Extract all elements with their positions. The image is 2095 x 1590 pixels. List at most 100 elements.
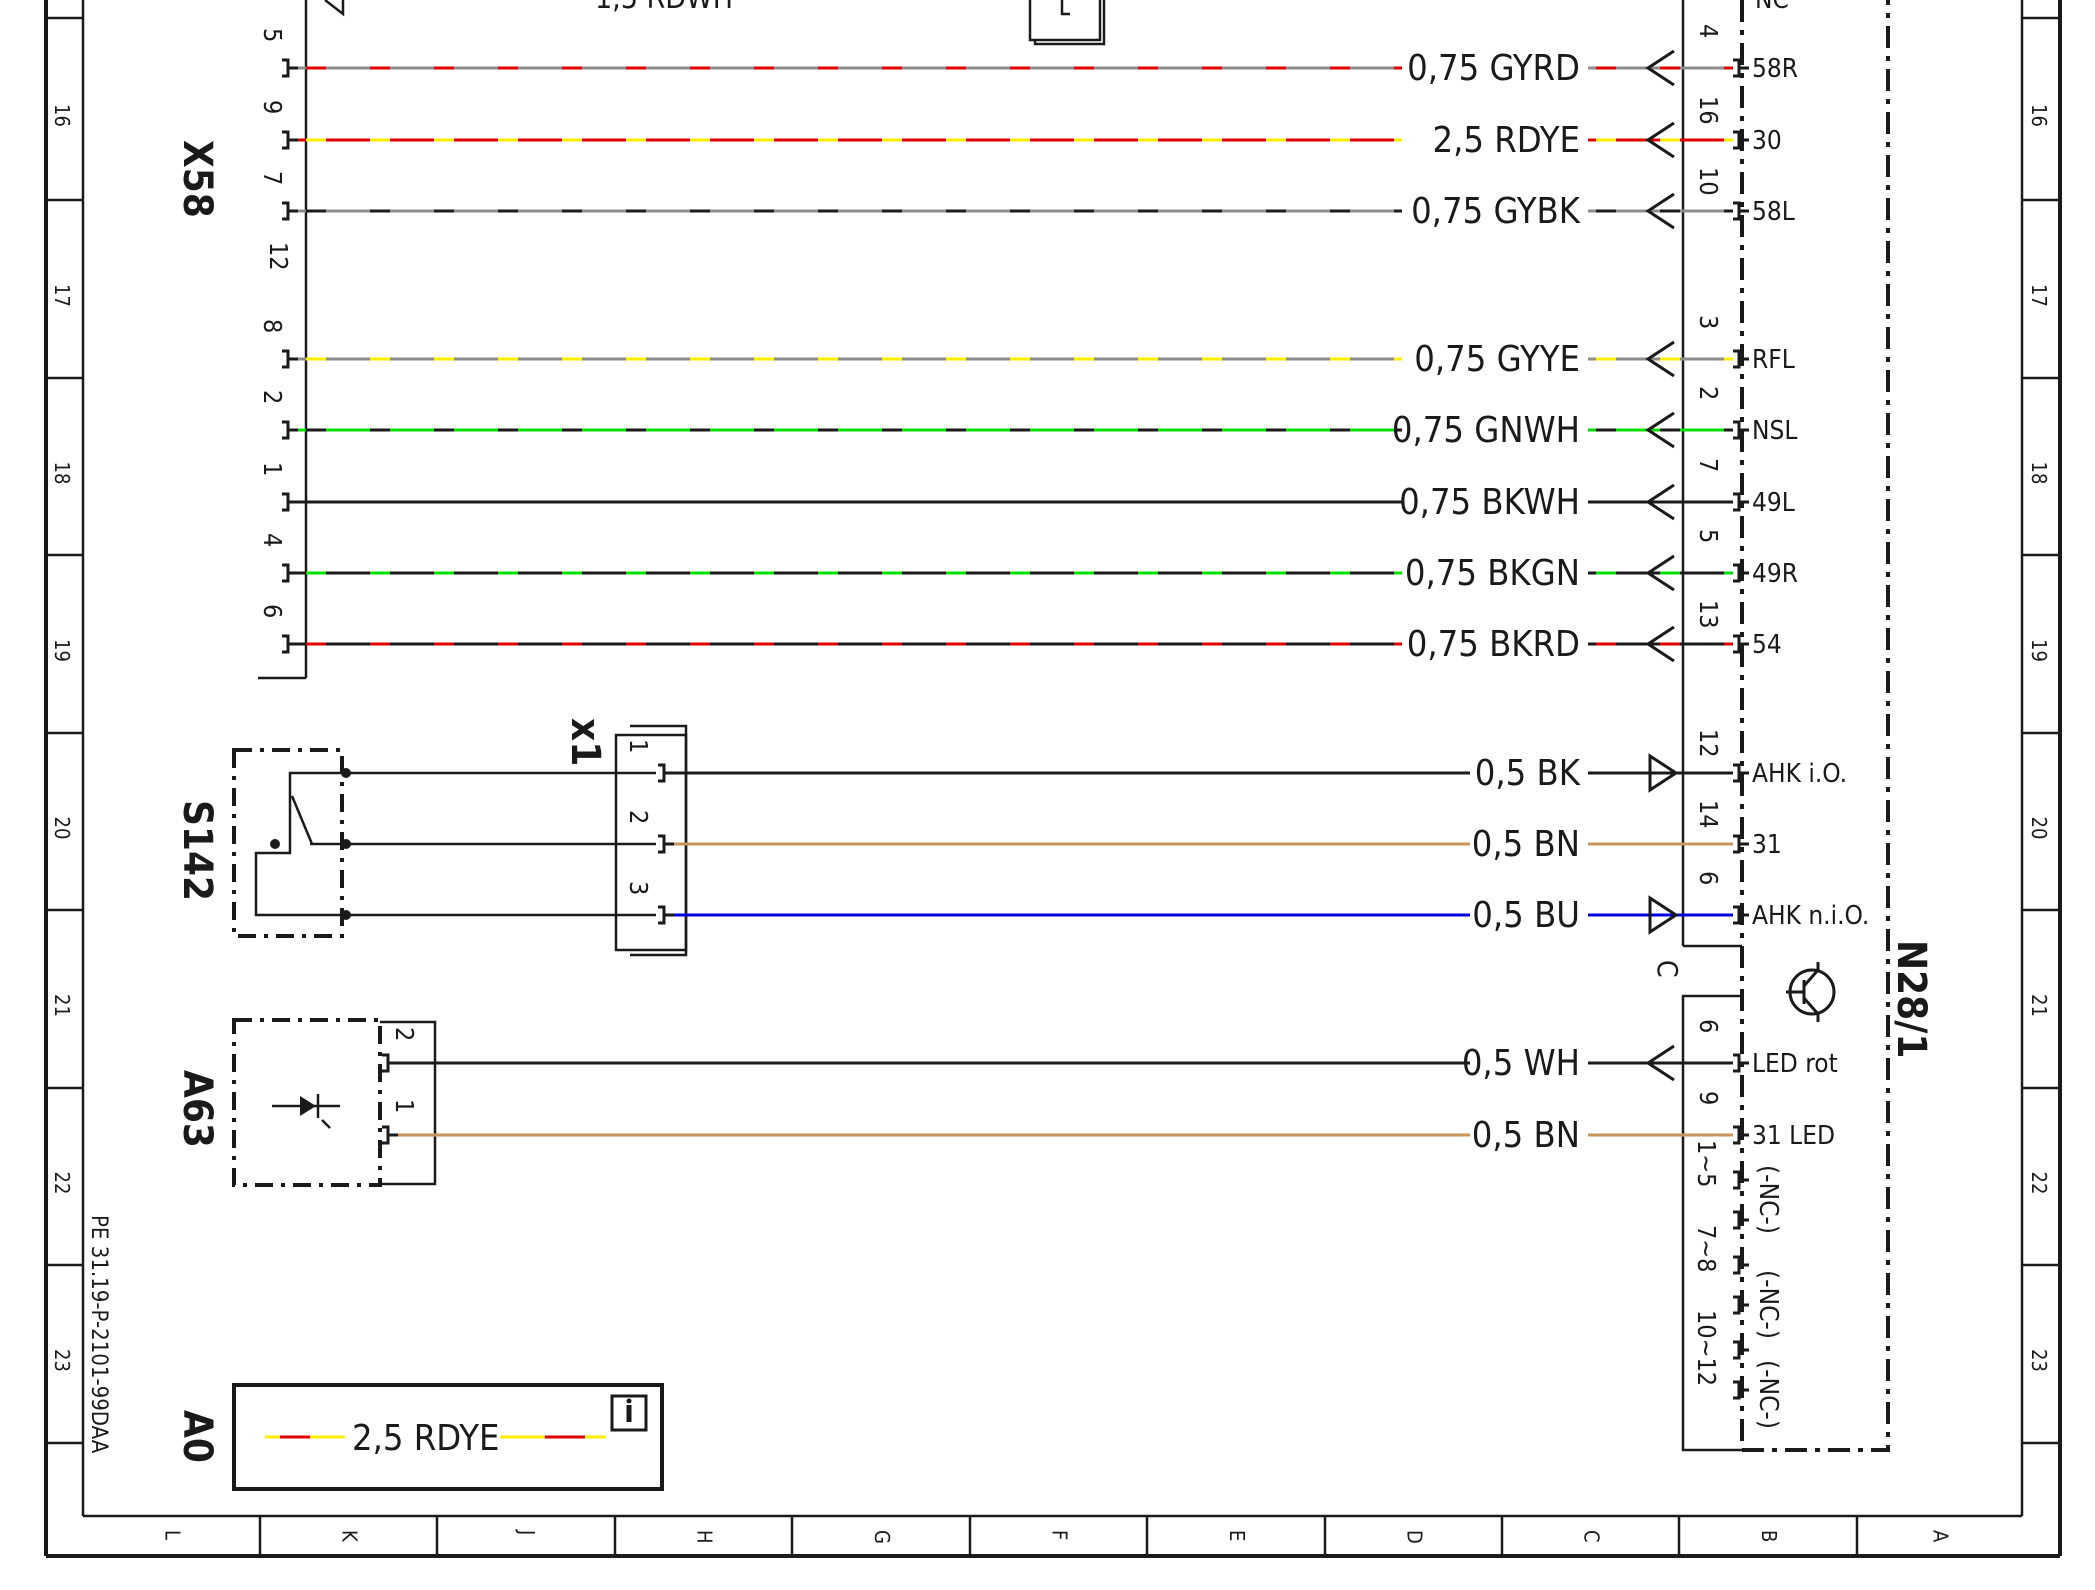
n28-signal-label: 58L [1752,197,1795,227]
a63-label: A63 [174,1070,220,1148]
legend-wire-label: 2,5 RDYE [352,1418,499,1459]
column-label: E [1225,1530,1249,1541]
n28-pin-number: 6 [1694,1019,1723,1033]
row-label-right: 23 [2027,1349,2051,1372]
n28-pin-number: 10 [1694,167,1723,196]
document-reference: PE 31.19-P-2101-99DAA [86,1215,111,1454]
n28-signal-label: NSL [1752,416,1797,446]
n28-pin-number: 12 [1694,729,1723,758]
wire-label: 0,75 GYYE [1414,339,1580,380]
pin-terminal [1733,1255,1749,1275]
x58-pin-12: 12 [264,242,293,271]
n28-pin-number: 5 [1694,529,1723,543]
wire-label: 0,5 BK [1475,753,1581,794]
drawing-frame [44,0,2062,1558]
n28-signal-label: 31 LED [1752,1121,1835,1151]
pin-terminal [1733,1053,1749,1073]
pin-terminal [282,130,298,150]
pin-terminal [1733,349,1749,369]
pin-terminal [658,763,674,783]
n28-signal-label: 30 [1752,126,1782,156]
arrow-left-icon [1645,121,1675,159]
n28-signal-label: 31 [1752,830,1782,860]
pin-terminal [1733,763,1749,783]
arrow-left-icon [1645,340,1675,378]
n28-pin-number: 6 [1694,871,1723,885]
x1-label: x1 [562,718,608,766]
row-label-right: 19 [2027,639,2051,662]
row-label-right: 17 [2027,284,2051,307]
n28-signal-label: 54 [1752,630,1782,660]
pin-terminal [382,1125,398,1145]
x58-pin-number: 1 [258,462,287,476]
n28-pin-number: 9 [1694,1091,1723,1105]
column-label: H [693,1530,717,1544]
n28-pin-number: 13 [1694,600,1723,629]
pin-terminal [282,634,298,654]
wire-label: 0,75 GYRD [1407,48,1580,89]
wire-label: 0,75 GNWH [1392,410,1580,451]
column-label: C [1580,1530,1604,1543]
n28-section-c: C [1651,960,1684,978]
pin-terminal [282,58,298,78]
column-label: J [515,1529,539,1535]
pin-terminal [282,563,298,583]
top-nc-label: NC [1755,0,1789,15]
x1-pin-number: 1 [624,739,653,753]
row-label-right: 18 [2027,462,2051,485]
wire-label: 0,75 BKRD [1407,624,1580,665]
pin-terminal [1733,905,1749,925]
column-label: K [338,1530,362,1543]
wire-label: 0,5 BN [1472,1115,1580,1156]
pin-terminal [282,349,298,369]
a63-pin-number: 2 [390,1027,419,1041]
pin-terminal [1733,58,1749,78]
row-label-right: 16 [2027,104,2051,127]
x58-wire-row: 7 0,75 GYBK 10 58L [258,167,1795,232]
column-label: A [1929,1530,1953,1543]
legend-box [232,1383,664,1491]
row-label-left: 23 [50,1349,74,1372]
column-label: L [161,1530,185,1540]
n28-pin-number: 14 [1694,800,1723,829]
wire-label: 2,5 RDYE [1433,120,1580,161]
pin-terminal [1733,834,1749,854]
pin-terminal [282,420,298,440]
pin-terminal [282,492,298,512]
a63-indicator [232,1018,437,1187]
info-icon [610,1394,648,1432]
nc-label: (-NC-) [1753,1270,1783,1339]
nc-label: (-NC-) [1753,1360,1783,1429]
x58-pin-number: 9 [258,100,287,114]
wire-label: 0,5 BN [1472,824,1580,865]
wire-label: 0,75 BKWH [1399,482,1580,523]
nc-pin-range: 10~12 [1692,1310,1721,1386]
row-label-right: 21 [2027,994,2051,1017]
nc-pin-range: 7~8 [1692,1225,1721,1272]
column-label: G [870,1530,894,1544]
arrow-left-icon [1645,554,1675,592]
nc-label: (-NC-) [1753,1165,1783,1234]
arrow-left-icon [1645,1044,1675,1082]
column-label: B [1757,1530,1781,1542]
row-label-left: 20 [50,817,74,840]
arrow-left-icon [1645,49,1675,87]
x58-pin-number: 7 [258,171,287,185]
pin-terminal [658,834,674,854]
pin-terminal [1733,492,1749,512]
arrow-left-icon [1645,625,1675,663]
x58-pin-number: 5 [258,28,287,42]
transistor-icon [1786,962,1836,1022]
arrow-left-icon [1645,192,1675,230]
wire-label: 0,5 BU [1472,895,1580,936]
pin-terminal [658,905,674,925]
n28-pin-number: 7 [1694,458,1723,472]
wire-label: 0,75 BKGN [1405,553,1580,594]
wire-label: 0,75 GYBK [1411,191,1581,232]
